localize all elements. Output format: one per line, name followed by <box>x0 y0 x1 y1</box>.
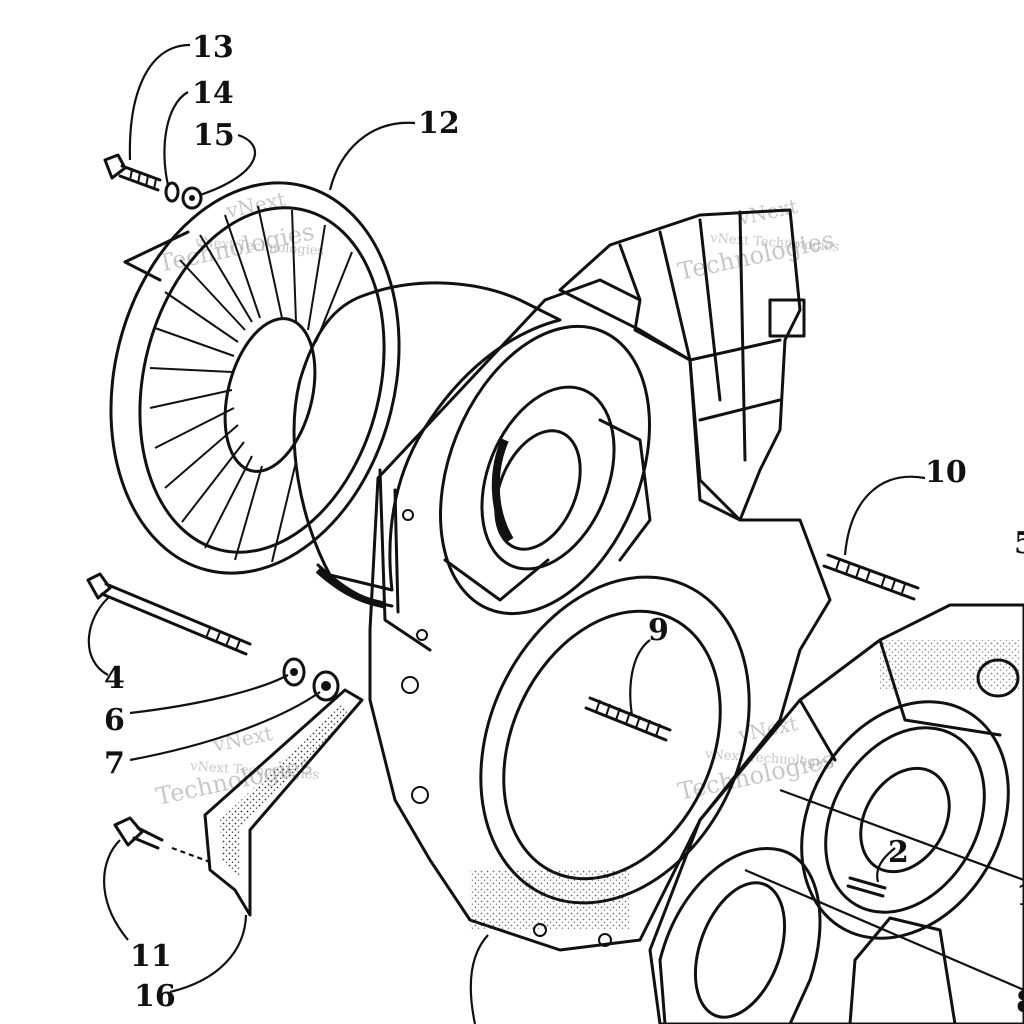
callout-8: 8 <box>1016 985 1024 1020</box>
callout-10: 10 <box>925 455 967 490</box>
part-6-lockwasher <box>282 657 306 687</box>
callout-16: 16 <box>134 979 176 1014</box>
part-10-stud <box>822 553 920 601</box>
watermark-text: vNext <box>210 721 275 757</box>
part-13-bolt <box>103 153 162 192</box>
callout-14: 14 <box>192 76 234 111</box>
callout-labels: 13 14 15 12 10 5 9 4 6 7 2 11 16 1 8 <box>104 30 1024 1020</box>
callout-9: 9 <box>648 613 669 648</box>
watermark-top-right: vNext Technologies vNext Technologies <box>675 194 839 286</box>
callout-1: 1 <box>1016 878 1024 913</box>
part-15-washer <box>181 186 203 210</box>
callout-4: 4 <box>104 661 125 696</box>
part-16-bracket <box>203 688 364 917</box>
callout-7: 7 <box>104 746 125 781</box>
callout-12: 12 <box>418 106 460 141</box>
drum-shroud <box>292 281 562 609</box>
leader-lines <box>87 43 1024 1024</box>
watermark-top-left: vNext Technologies vNext Technologies <box>155 187 324 278</box>
callout-13: 13 <box>192 30 234 65</box>
part-4-long-bolt <box>86 572 252 656</box>
callout-11: 11 <box>130 939 172 974</box>
part-7-washer <box>312 670 340 702</box>
part-11-bolt <box>113 816 211 864</box>
callout-5: 5 <box>1014 526 1024 561</box>
part-9-stud <box>584 696 672 742</box>
callout-2: 2 <box>888 835 909 870</box>
callout-6: 6 <box>104 703 125 738</box>
main-housing <box>368 208 832 952</box>
part-12-fan-wheel <box>109 181 401 575</box>
callout-15: 15 <box>193 118 235 153</box>
right-housing <box>648 603 1024 1024</box>
part-14-lockwasher <box>164 181 180 203</box>
